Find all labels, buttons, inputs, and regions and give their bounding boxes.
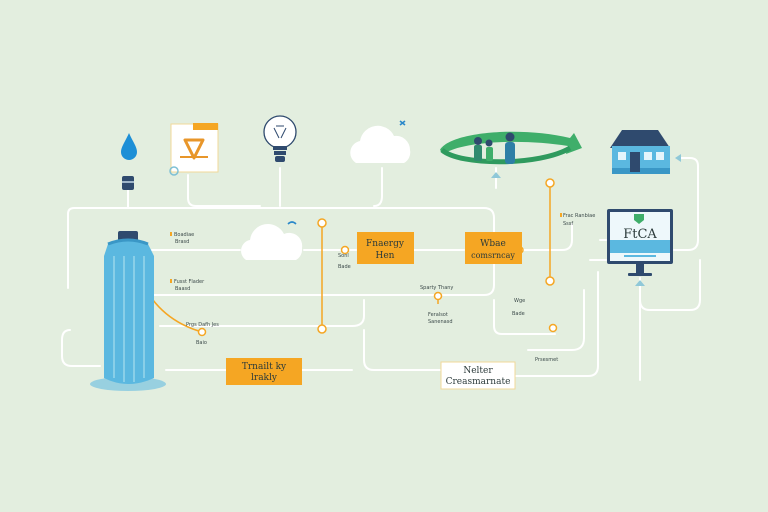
- toller-line1: Nelter: [463, 366, 493, 376]
- label-l14: Wge: [514, 298, 525, 304]
- monitor-title: FtCA: [623, 227, 657, 242]
- label-l2: Brasd: [175, 239, 189, 245]
- label-l5: Fusst Flader: [174, 279, 205, 285]
- label-l11: Sanenasd: [428, 319, 453, 325]
- water-drop-icon: [121, 133, 137, 190]
- treatment-line1: Trnailt ky: [242, 362, 287, 372]
- label-l16: Prsesmet: [535, 357, 558, 363]
- water-commodity-node[interactable]: Wbae comsrncay: [465, 232, 522, 264]
- toller-node[interactable]: Nelter Creasmarnate: [440, 361, 516, 390]
- cloud-icon: [350, 120, 411, 163]
- label-l7: Prgs Dafh Jes: [186, 322, 219, 328]
- label-l15: Bade: [512, 311, 525, 317]
- label-l10: Feralsot: [428, 312, 448, 318]
- label-l3: Sonl: [338, 253, 349, 259]
- recycle-arrow-people-icon: [440, 131, 582, 165]
- monitor-icon: [607, 209, 673, 276]
- lightbulb-icon: [263, 115, 297, 162]
- energy-hub-line2: Hen: [376, 251, 395, 261]
- water-commodity-line2: comsrncay: [471, 251, 515, 260]
- connector-lines: [61, 157, 701, 381]
- label-l9: Sparty Thany: [420, 285, 453, 291]
- house-icon: [610, 130, 670, 174]
- mid-cloud-icon: [241, 221, 303, 260]
- blue-arrow-tips: [123, 154, 681, 286]
- label-l12: Frac Ranbiae: [563, 213, 595, 219]
- label-l1: Boadiae: [174, 232, 194, 238]
- label-l13: Sssf: [563, 221, 573, 227]
- water-tank-icon: [90, 231, 166, 391]
- water-commodity-line1: Wbae: [480, 239, 506, 249]
- toller-line2: Creasmarnate: [446, 377, 511, 387]
- label-l4: Bade: [338, 264, 351, 270]
- energy-hub-node[interactable]: Fnaergy Hen: [357, 232, 414, 264]
- label-l6: Baasd: [175, 286, 190, 292]
- treatment-line2: lrakly: [251, 373, 278, 383]
- document-icon: [169, 123, 219, 176]
- small-labels: Boadiae Brasd Sonl Bade Fusst Flader Baa…: [170, 213, 595, 363]
- treatment-node[interactable]: Trnailt ky lrakly: [226, 358, 302, 385]
- junction-dots: [197, 178, 558, 337]
- label-l8: Baio: [196, 340, 207, 346]
- energy-hub-line1: Fnaergy: [366, 239, 405, 249]
